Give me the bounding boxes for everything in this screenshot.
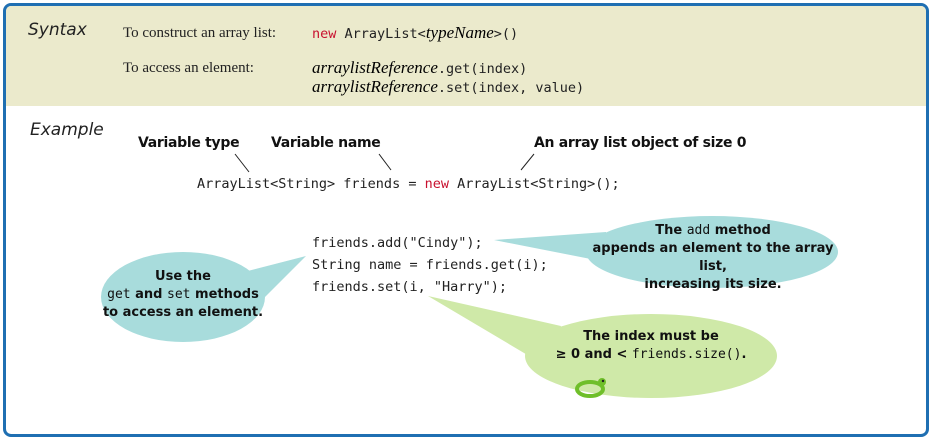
- get-call: .get(index): [437, 61, 528, 77]
- construct-pre: ArrayList<: [344, 26, 426, 42]
- add-bubble-tail: [494, 232, 606, 262]
- example-heading: Example: [30, 120, 104, 140]
- leader-object: [520, 153, 535, 171]
- add-bubble-text: The add method appends an element to the…: [592, 223, 834, 292]
- annotation-variable-type: Variable type: [138, 135, 240, 151]
- leader-name: [378, 153, 392, 171]
- callout-shapes: [101, 153, 838, 398]
- syntax-heading: Syntax: [28, 20, 87, 40]
- snake-icon: [575, 378, 606, 398]
- set-syntax: arraylistReference.set(index, value): [312, 77, 584, 97]
- ref-name-set: arraylistReference: [312, 77, 438, 96]
- type-name: typeName: [425, 23, 494, 42]
- decl-right: ArrayList<String>();: [448, 176, 620, 192]
- access-label: To access an element:: [123, 60, 254, 76]
- get-syntax: arraylistReference.get(index): [312, 58, 527, 78]
- syntax-box: Syntax To construct an array list: new A…: [3, 3, 929, 437]
- index-bubble-text: The index must be ≥ 0 and < friends.size…: [555, 329, 747, 362]
- syntax-panel: [6, 6, 926, 106]
- new-keyword: new: [312, 26, 337, 42]
- annotation-variable-name: Variable name: [271, 135, 381, 151]
- getset-bubble-text: Use the get and set methods to access an…: [102, 269, 264, 320]
- construct-syntax: new ArrayList<typeName>(): [312, 23, 518, 43]
- code-line-add: friends.add("Cindy");: [312, 235, 483, 251]
- construct-label: To construct an array list:: [123, 25, 277, 41]
- ref-name-get: arraylistReference: [312, 58, 438, 77]
- getset-bubble: [101, 252, 265, 342]
- annotation-object: An array list object of size 0: [534, 135, 747, 151]
- code-line-get: String name = friends.get(i);: [312, 257, 548, 273]
- declaration-line: ArrayList<String> friends = new ArrayLis…: [197, 176, 620, 192]
- decl-left: ArrayList<String> friends =: [197, 176, 425, 192]
- decl-new-keyword: new: [424, 176, 449, 192]
- code-line-set: friends.set(i, "Harry");: [312, 279, 508, 295]
- leader-type: [234, 153, 250, 173]
- set-call: .set(index, value): [437, 80, 585, 96]
- construct-post: >(): [493, 26, 519, 42]
- index-bubble: [525, 314, 777, 398]
- add-bubble: [586, 216, 838, 288]
